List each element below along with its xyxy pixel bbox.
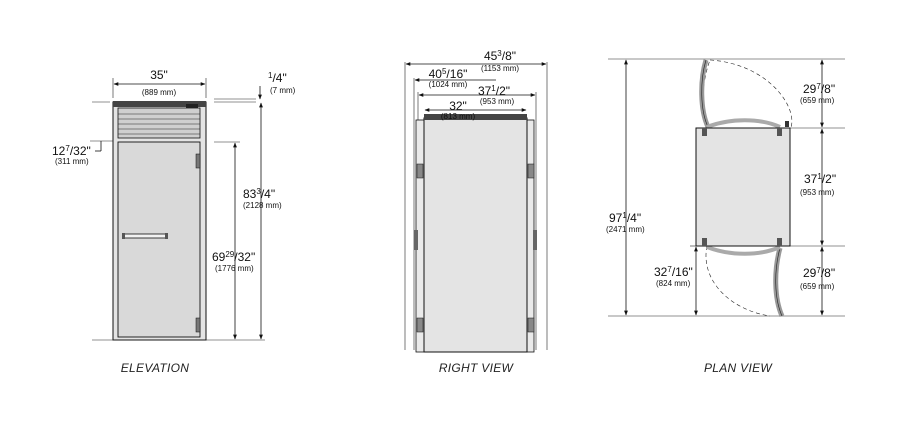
plan-frontswing-label: 327/16" (654, 265, 693, 279)
plan-topclear-mm: (659 mm) (800, 96, 835, 105)
plan-bottomclear-label: 297/8" (803, 266, 835, 280)
elev-width-mm: (889 mm) (142, 88, 177, 97)
right-cabinet-mm: (813 mm) (441, 112, 476, 121)
elevation-hinge-top (195, 153, 201, 169)
plan-depth-mm: (953 mm) (800, 188, 835, 197)
right-view: 453/8" (1153 mm) 405/16" (1024 mm) 371/2… (404, 49, 548, 375)
right-mid-mm: (953 mm) (480, 97, 515, 106)
elev-width-label: 35" (150, 68, 168, 82)
elev-topgap-mm: (7 mm) (270, 86, 296, 95)
elevation-hinge-bottom (195, 317, 201, 333)
elev-topsection-label: 127/32" (52, 144, 91, 158)
elev-doorheight-label: 6929/32" (212, 250, 255, 264)
plan-topclear-label: 297/8" (803, 82, 835, 96)
right-overall-mm: (1153 mm) (481, 64, 519, 73)
right-mid-label: 371/2" (478, 84, 510, 98)
plan-view: 971/4" (2471 mm) 327/16" (824 mm) 297/8"… (606, 58, 845, 375)
plan-frontswing-mm: (824 mm) (656, 279, 691, 288)
elevation-louver-panel (117, 107, 201, 139)
plan-overall-label: 971/4" (609, 211, 641, 225)
right-cabinet-label: 32" (449, 99, 467, 113)
elev-overall-mm: (2128 mm) (243, 201, 282, 210)
elevation-door (117, 141, 201, 338)
right-outer-label: 405/16" (429, 67, 468, 81)
right-view-caption: RIGHT VIEW (439, 361, 515, 375)
elevation-door-handle (123, 233, 167, 239)
elevation-top-cap (113, 101, 206, 107)
plan-view-caption: PLAN VIEW (704, 361, 773, 375)
right-overall-label: 453/8" (484, 49, 516, 63)
elev-topgap-label: 1/4" (268, 71, 287, 85)
elev-overall-label: 833/4" (243, 187, 275, 201)
plan-bottomclear-mm: (659 mm) (800, 282, 835, 291)
elev-doorheight-mm: (1776 mm) (215, 264, 254, 273)
elevation-caption: ELEVATION (121, 361, 190, 375)
elev-topsection-mm: (311 mm) (55, 157, 89, 166)
plan-cabinet (695, 127, 791, 247)
plan-depth-label: 371/2" (804, 172, 836, 186)
elevation-control-badge (186, 104, 198, 108)
right-view-cabinet (423, 117, 528, 353)
elevation-view: 35" (889 mm) 1/4" (7 mm) 127/32" (311 mm… (52, 68, 296, 375)
right-outer-mm: (1024 mm) (429, 80, 468, 89)
plan-overall-mm: (2471 mm) (606, 225, 645, 234)
